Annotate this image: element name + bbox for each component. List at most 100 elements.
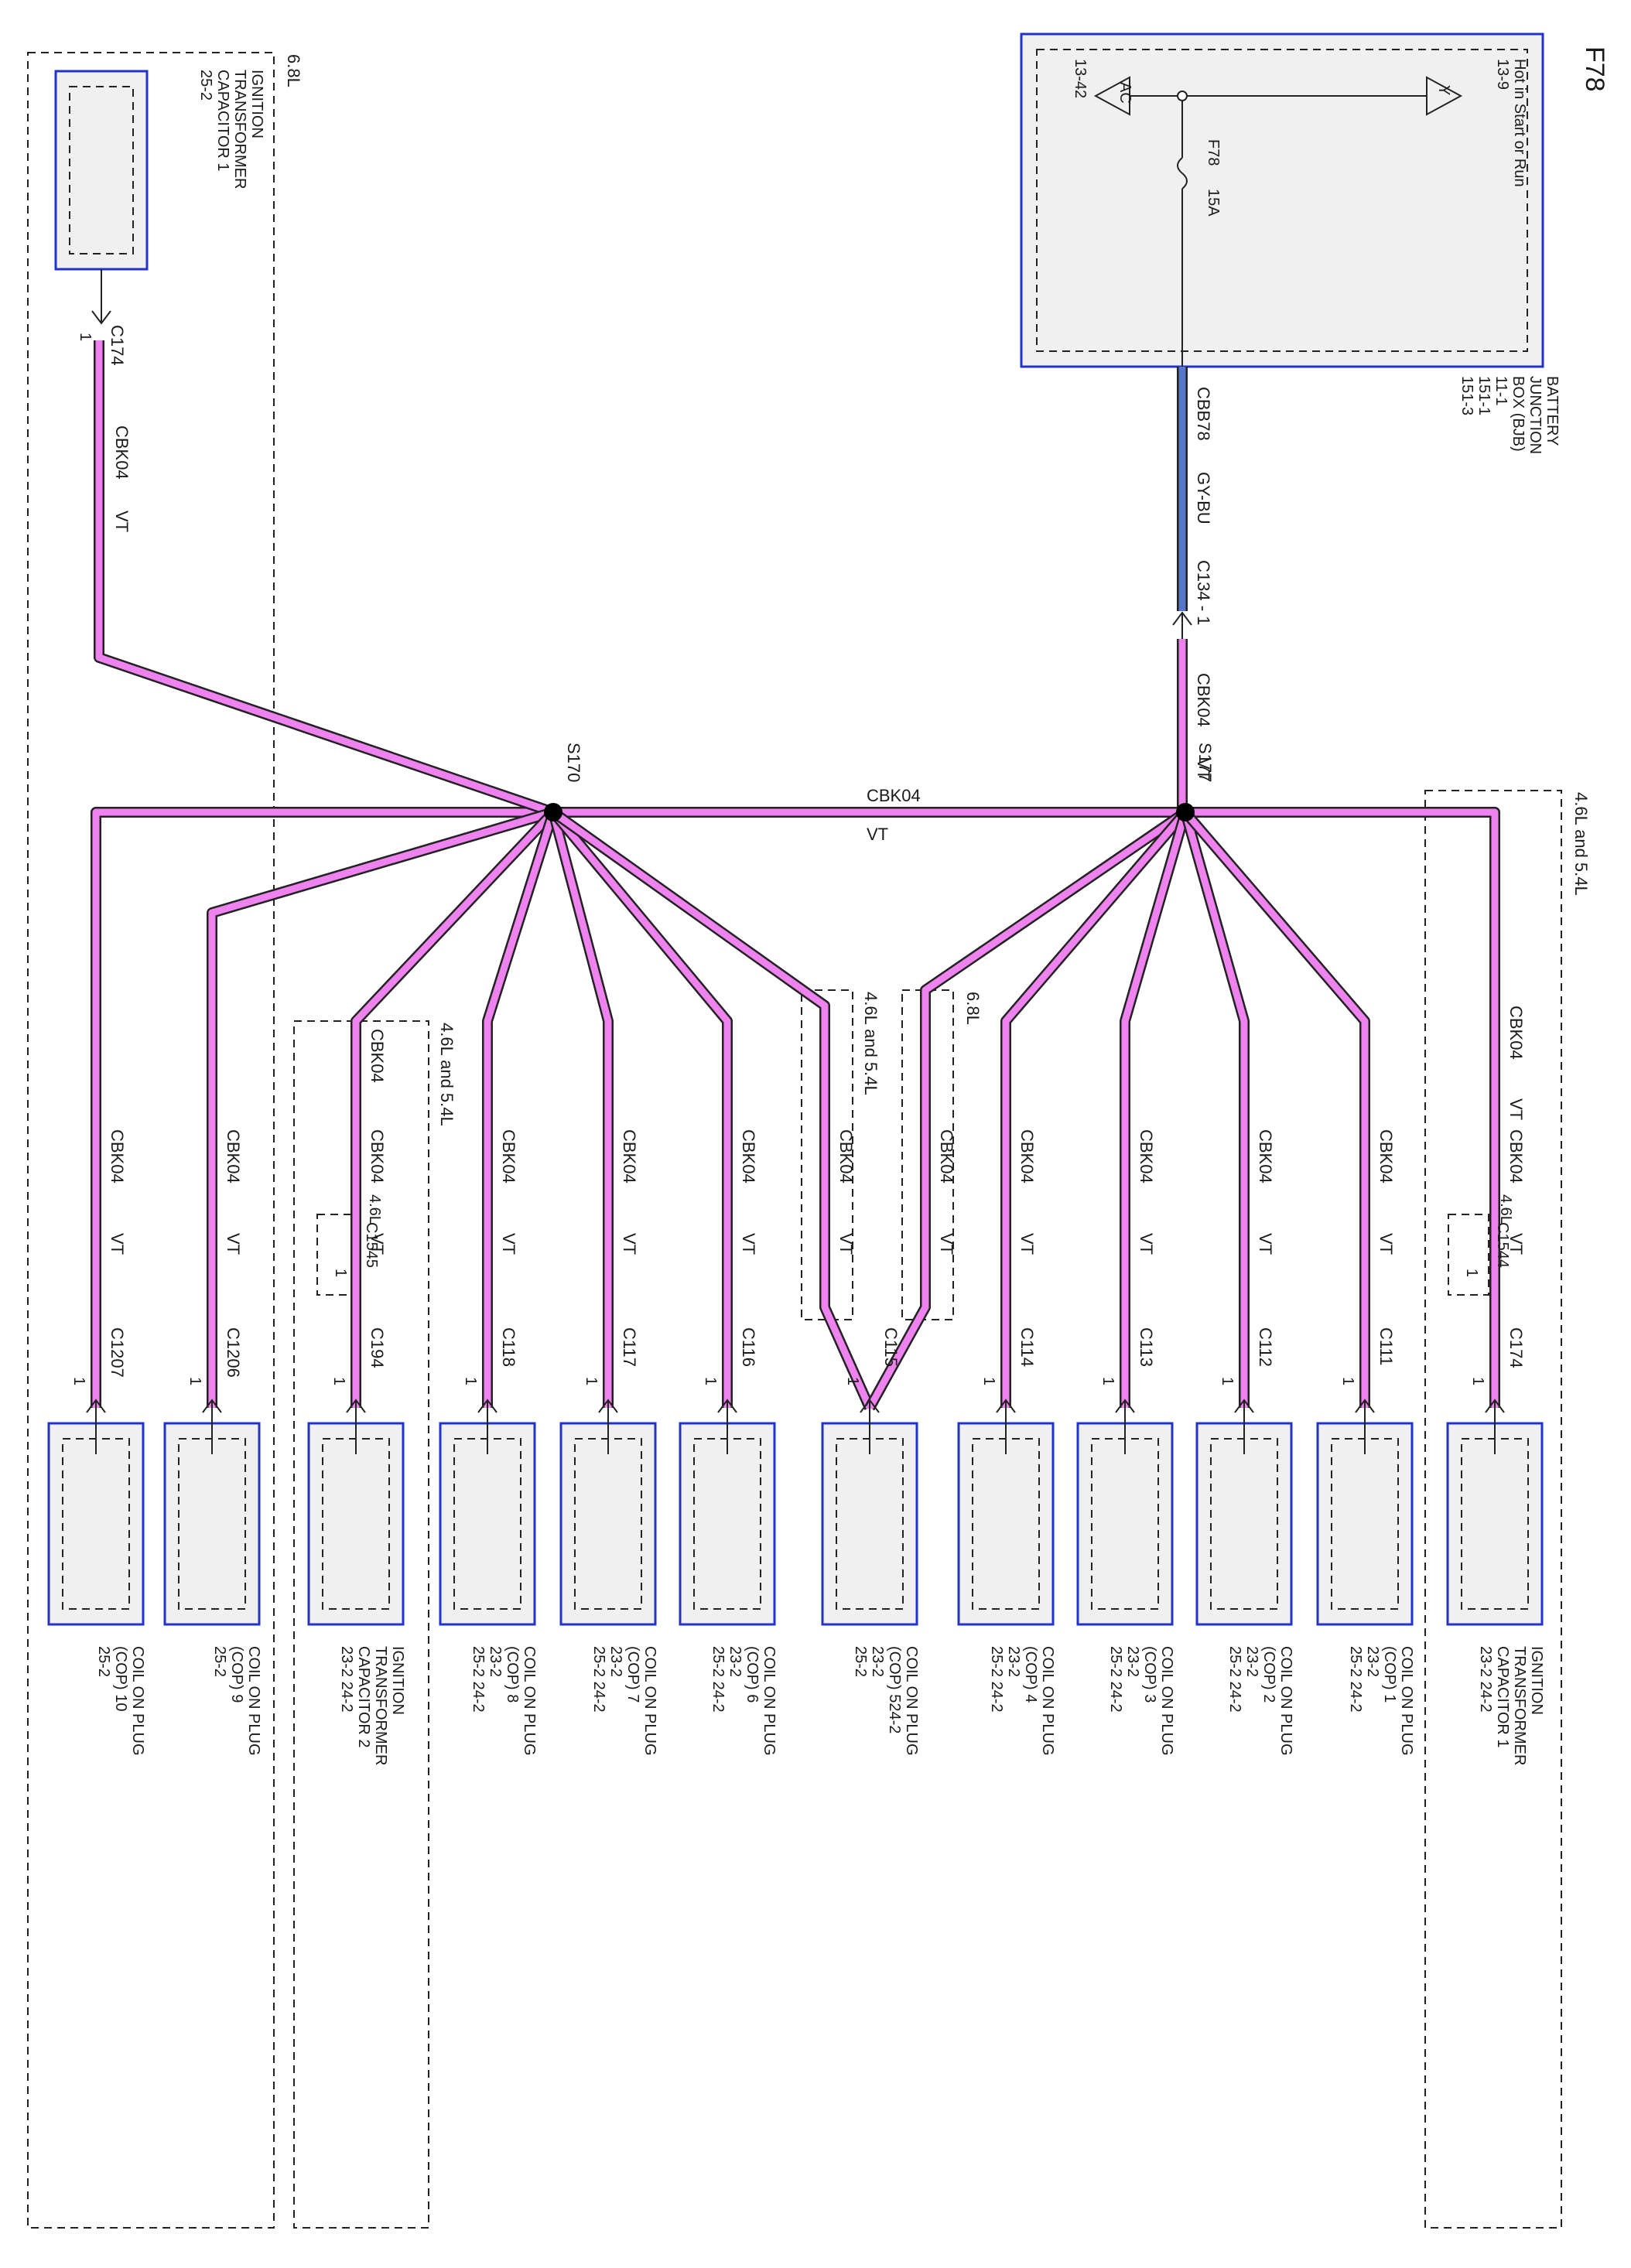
bjb-name-line: 11-1: [1493, 376, 1510, 406]
fuse-icon: [1177, 157, 1188, 190]
cop3-name-line: COIL ON PLUG: [1158, 1646, 1175, 1756]
trunk-color: VT: [867, 825, 888, 844]
cop9-wire-circuit: CBK04: [224, 1129, 243, 1184]
cop9-wire: [208, 808, 555, 1408]
itc1-wire-color: VT: [1506, 1233, 1526, 1255]
region-label-cop5-b: 6.8L: [963, 992, 983, 1025]
itc-top-name-line: CAPACITOR 1: [214, 70, 231, 172]
cop2-wire-circuit: CBK04: [1256, 1129, 1275, 1184]
cop3-pin-icon: [1115, 1399, 1135, 1426]
region-label-6-8l: 6.8L: [284, 54, 303, 87]
region-6-8l-left: [27, 52, 275, 2229]
cop1-name-line: 23-2: [1364, 1646, 1381, 1677]
cop5-name-line: 23-2: [869, 1646, 886, 1677]
cop1-wire-circuit: CBK04: [1376, 1129, 1396, 1184]
cop1-box: [1316, 1422, 1414, 1626]
itc2-box: [307, 1422, 405, 1626]
splice-s177: [1176, 803, 1195, 821]
cop2-box: [1195, 1422, 1293, 1626]
cop8-pin-icon: [477, 1399, 498, 1426]
cop8-name-line: COIL ON PLUG: [521, 1646, 538, 1756]
cop4-name-line: 25-2 24-2: [988, 1646, 1005, 1713]
itc-top-name-line: IGNITION: [248, 70, 265, 138]
cop6-name-line: COIL ON PLUG: [761, 1646, 778, 1756]
itc-top-to-s170: [95, 340, 555, 816]
trunk-circuit: CBK04: [867, 786, 921, 805]
cop3-connector: C113: [1137, 1327, 1156, 1367]
cop4-name-line: 23-2: [1005, 1646, 1022, 1677]
cop3-wire-color: VT: [1137, 1233, 1156, 1255]
cop2-name-line: (COP) 2: [1260, 1646, 1277, 1703]
bjb-name-line: BOX (BJB): [1510, 376, 1527, 452]
itc2-pin: 1: [330, 1377, 347, 1385]
cop5-a-wire-circuit: CBK04: [836, 1129, 856, 1184]
cop7-pin-icon: [598, 1399, 618, 1426]
cop6-wire-circuit: CBK04: [739, 1129, 758, 1184]
cop7-name-line: COIL ON PLUG: [641, 1646, 658, 1756]
cop1-name-line: 25-2 24-2: [1347, 1646, 1364, 1713]
c1544-pin: 1: [1463, 1269, 1480, 1277]
cop3-name-line: 25-2 24-2: [1107, 1646, 1124, 1713]
itc1-box: [1446, 1422, 1544, 1626]
itc2-wire: [352, 809, 556, 1408]
cop5-a-wire-color: VT: [836, 1233, 856, 1255]
cop1-connector: C111: [1376, 1327, 1396, 1365]
cop3-wire-circuit: CBK04: [1137, 1129, 1156, 1184]
cop10-pin: 1: [70, 1377, 87, 1385]
cop2-name-line: 25-2 24-2: [1226, 1646, 1243, 1713]
splice-s170-label: S170: [564, 743, 583, 782]
itc-top-connector: C174: [108, 325, 127, 366]
c1545-pin: 1: [332, 1269, 349, 1277]
cop5-name-line: COIL ON PLUG: [903, 1646, 920, 1756]
cop1-pin: 1: [1339, 1377, 1356, 1385]
bjb-hot-text: Hot in Start or Run: [1511, 59, 1528, 187]
itc2-upper-wire-circuit: CBK04: [368, 1029, 387, 1083]
cop3-name-line: 23-2: [1124, 1646, 1141, 1677]
cop1-wire: [1182, 810, 1369, 1408]
cop8-name-line: (COP) 8: [504, 1646, 521, 1703]
cop2-name-line: 23-2: [1243, 1646, 1260, 1677]
c134-pin-icon: [1172, 611, 1192, 639]
itc-top-box: [54, 70, 149, 271]
cop6-connector: C116: [739, 1327, 758, 1367]
cop8-name-line: 25-2 24-2: [470, 1646, 487, 1713]
hot-symbol: [1426, 76, 1463, 116]
cop4-pin-icon: [996, 1399, 1016, 1426]
itc2-name-line: IGNITION: [389, 1646, 406, 1715]
cop1-name-line: (COP) 1: [1381, 1646, 1398, 1703]
cop5-name-line: 25-2: [852, 1646, 869, 1677]
itc-top-inner: [69, 86, 134, 254]
region-4-6l-5-4l-right: [1424, 790, 1562, 2229]
cop4-pin: 1: [980, 1377, 997, 1385]
bjb-node: [1177, 91, 1188, 101]
cop5-name-line: (COP) 524-2: [886, 1646, 903, 1733]
cop6-pin: 1: [702, 1377, 719, 1385]
cop3-wire: [1121, 811, 1189, 1408]
cop8-wire: [484, 811, 557, 1408]
itc-top-wire-color: VT: [112, 511, 132, 532]
cop10-box: [47, 1422, 145, 1626]
c1544-connector: C1544: [1494, 1222, 1511, 1268]
cop2-wire-color: VT: [1256, 1233, 1275, 1255]
cop2-connector: C112: [1256, 1327, 1275, 1367]
itc1-wire-circuit: CBK04: [1506, 1129, 1526, 1184]
feed-lower-color: VT: [1194, 758, 1213, 780]
cop4-wire-circuit: CBK04: [1017, 1129, 1037, 1184]
cop9-name-line: (COP) 9: [228, 1646, 245, 1703]
itc2-name-line: TRANSFORMER: [372, 1646, 389, 1765]
itc-top-pin: 1: [77, 333, 94, 341]
itc1-name-line: TRANSFORMER: [1511, 1646, 1528, 1765]
bjb-name-line: JUNCTION: [1527, 376, 1544, 454]
cop5-wire-a: [551, 809, 874, 1409]
cop7-wire: [549, 811, 612, 1408]
cop8-pin: 1: [462, 1377, 479, 1385]
cop7-wire-circuit: CBK04: [620, 1129, 639, 1184]
cop7-pin: 1: [583, 1377, 600, 1385]
cop10-wire-circuit: CBK04: [108, 1129, 127, 1184]
cop1-pin-icon: [1355, 1399, 1375, 1426]
cop1-wire-color: VT: [1376, 1233, 1396, 1255]
itc1-connector: C174: [1506, 1327, 1526, 1368]
cop10-name-line: COIL ON PLUG: [129, 1646, 146, 1756]
cop4-name-line: COIL ON PLUG: [1039, 1646, 1056, 1756]
